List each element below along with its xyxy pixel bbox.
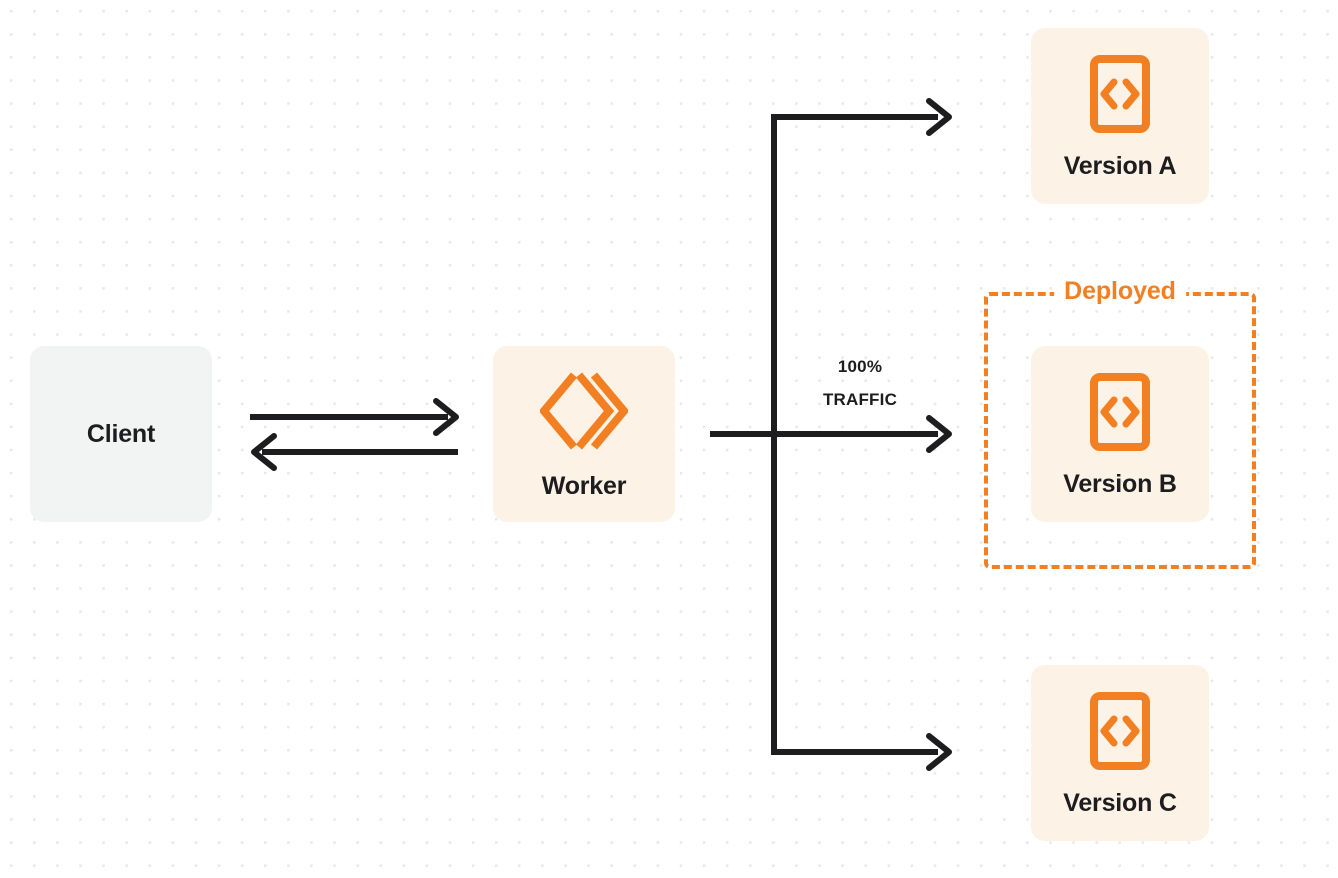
node-version-a[interactable]: Version A xyxy=(1031,28,1209,204)
deployed-group: Deployed xyxy=(984,277,1256,569)
node-worker[interactable]: Worker xyxy=(493,346,675,522)
arrow-to-version-a xyxy=(771,98,952,136)
arrow-worker-to-client xyxy=(251,433,458,471)
traffic-percent: 100% xyxy=(837,357,883,376)
node-client[interactable]: Client xyxy=(30,346,212,522)
version-b-label: Version B xyxy=(1063,469,1177,498)
client-label: Client xyxy=(86,419,156,448)
cloudflare-workers-logo-icon xyxy=(538,370,630,452)
traffic-label: 100% TRAFFIC xyxy=(790,350,930,416)
node-version-c[interactable]: Version C xyxy=(1031,665,1209,841)
version-c-label: Version C xyxy=(1063,788,1177,817)
traffic-word: TRAFFIC xyxy=(822,390,898,410)
code-file-icon xyxy=(1089,691,1151,771)
code-file-icon xyxy=(1089,372,1151,452)
worker-label: Worker xyxy=(541,471,627,500)
deployed-group-label: Deployed xyxy=(1054,277,1186,306)
code-file-icon xyxy=(1089,54,1151,134)
node-version-b[interactable]: Version B xyxy=(1031,346,1209,522)
version-a-label: Version A xyxy=(1063,151,1177,180)
arrow-to-version-b xyxy=(710,415,952,453)
arrow-client-to-worker xyxy=(250,398,459,436)
arrow-to-version-c xyxy=(771,733,952,771)
